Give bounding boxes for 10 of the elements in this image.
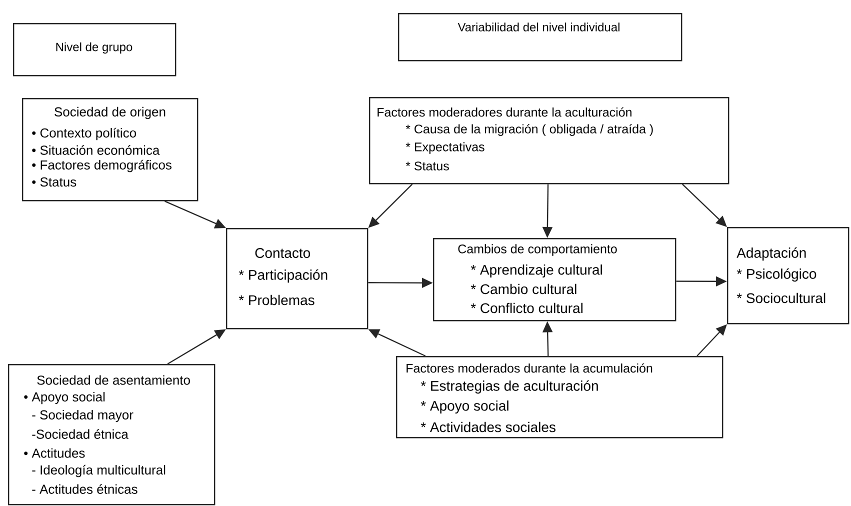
concept-box: Cambios de comportamiento * Aprendizaje cultural * Cambio cultural * Conflicto cultural [433,238,676,322]
concept-box: Sociedad de origen • Contexto político • Situación económica • Factores demográficos • Status [22,98,198,202]
arrow [682,184,727,227]
concept-box: Contacto * Participación * Problemas [226,228,368,330]
concept-box: Sociedad de asentamiento • Apoyo social - Sociedad mayor -Sociedad étnica • Actitudes - Ideología multicultural - Actitudes étnicas [8,364,216,506]
heading-box: Nivel de grupo [13,23,176,76]
heading-box: Variabilidad del nivel individual [398,13,682,62]
concept-box: Factores moderadores durante la aculturación * Causa de la migración ( obligada / atraída ) * Expectativas * Status [369,97,730,184]
concept-box: Adaptación * Psicológico * Sociocultural [727,227,850,324]
concept-box: Factores moderados durante la acumulación * Estrategias de aculturación * Apoyo social * Actividades sociales [396,356,724,438]
